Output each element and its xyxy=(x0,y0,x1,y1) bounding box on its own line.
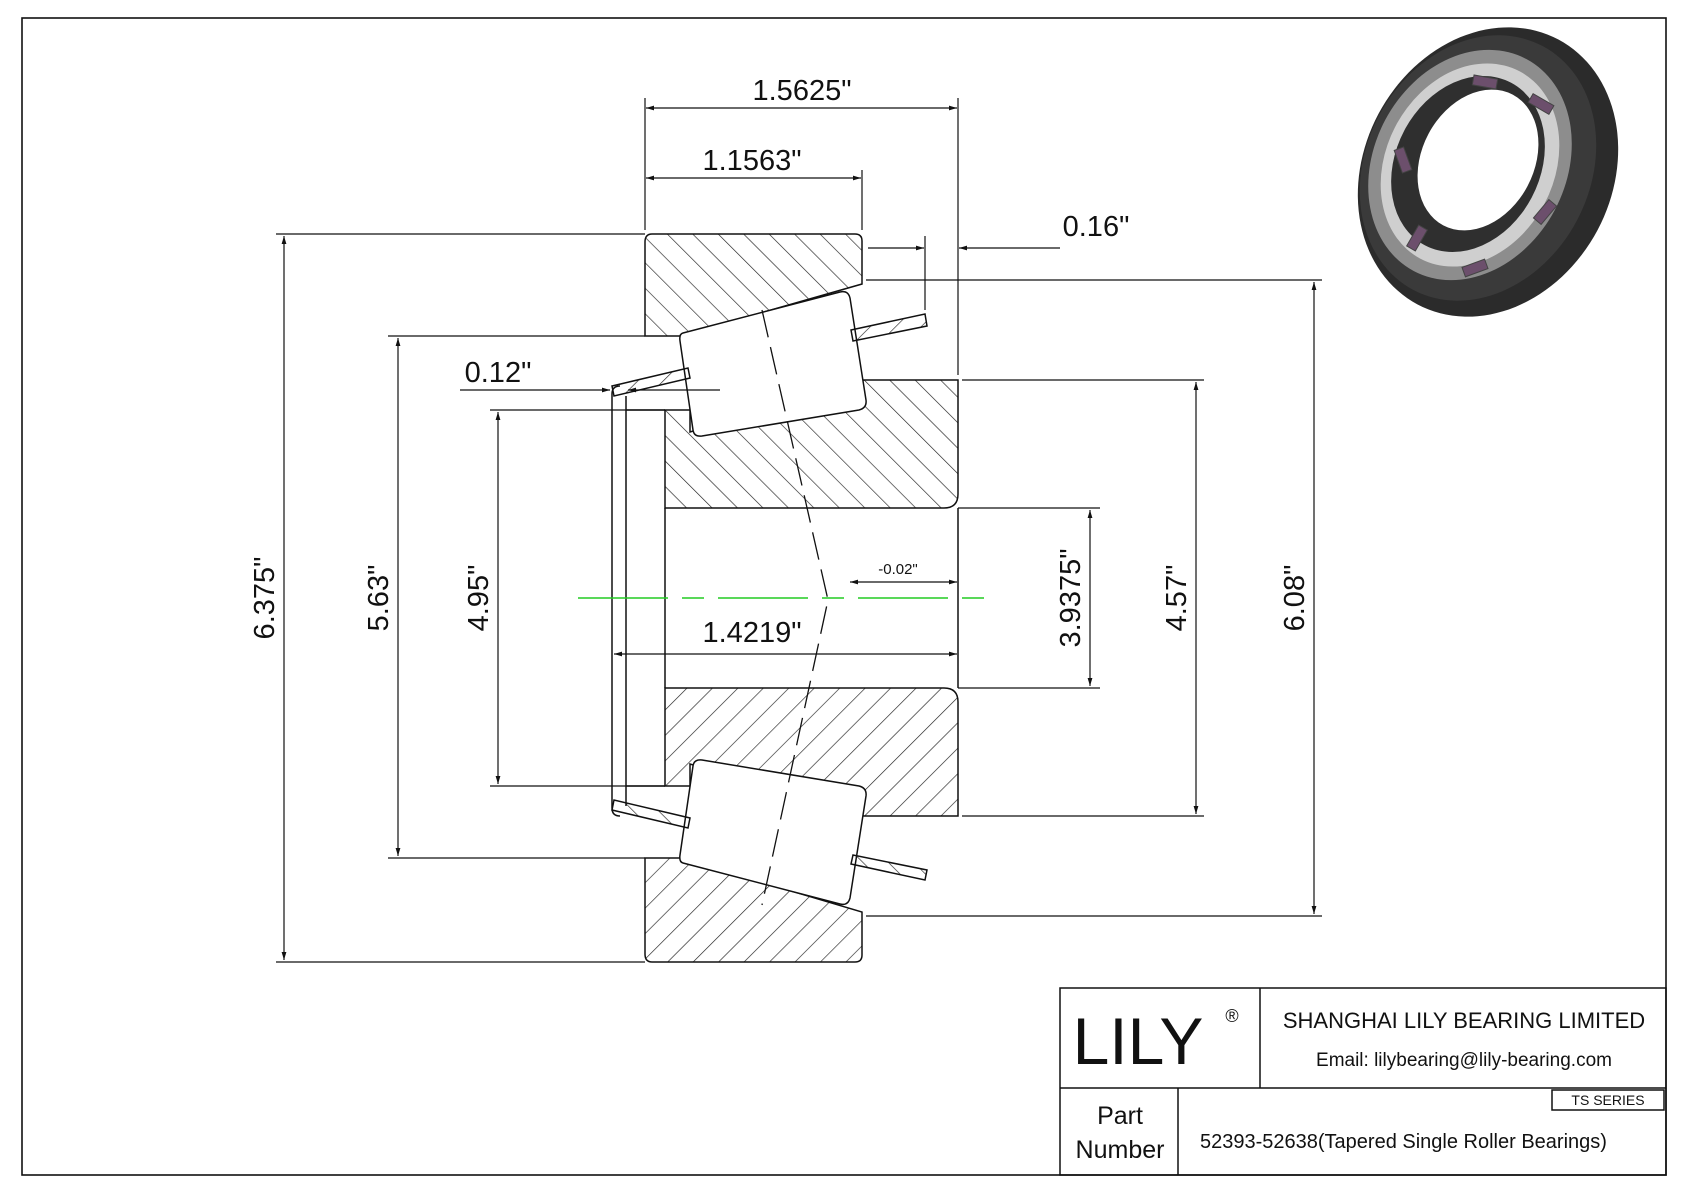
series-badge: TS SERIES xyxy=(1571,1092,1644,1108)
sheet-border xyxy=(21,17,1667,1176)
dim-cup-inner: 6.08" xyxy=(1279,565,1311,632)
lower-cone xyxy=(664,687,959,817)
bearing-3d-image xyxy=(1357,27,1619,317)
dim-width-overall: 1.5625" xyxy=(753,75,852,107)
dim-cone-backface: 4.95" xyxy=(463,565,495,632)
part-number: 52393-52638(Tapered Single Roller Bearin… xyxy=(1200,1131,1607,1153)
lower-cup xyxy=(644,857,863,963)
lower-roller xyxy=(679,759,867,906)
roller-axis xyxy=(761,309,829,906)
upper-cage xyxy=(850,313,928,342)
bearing-section xyxy=(611,233,959,963)
dim-cone-rib: 4.57" xyxy=(1161,565,1193,632)
dim-width-cup: 1.1563" xyxy=(703,145,802,177)
dim-offset-right: 0.16" xyxy=(1063,211,1130,243)
company-name: SHANGHAI LILY BEARING LIMITED xyxy=(1283,1008,1645,1033)
company-email: Email: lilybearing@lily-bearing.com xyxy=(1316,1050,1612,1071)
dim-outer-diameter: 6.375" xyxy=(249,557,281,640)
dimension-lines xyxy=(276,98,1322,963)
upper-roller xyxy=(679,290,867,437)
part-label-line2: Number xyxy=(1076,1136,1165,1164)
title-block xyxy=(1059,987,1667,1176)
part-label-line1: Part xyxy=(1097,1102,1143,1130)
dim-width-cone: 1.4219" xyxy=(703,617,802,649)
dim-cup-raceway: 5.63" xyxy=(363,565,395,632)
dim-bore: 3.9375" xyxy=(1055,549,1087,648)
lower-cage xyxy=(850,854,928,881)
logo: LILY xyxy=(1073,1004,1204,1078)
dim-effective-center: -0.02" xyxy=(878,561,918,578)
logo-registered-mark: ® xyxy=(1225,1006,1238,1026)
dim-offset-left: 0.12" xyxy=(465,357,532,389)
